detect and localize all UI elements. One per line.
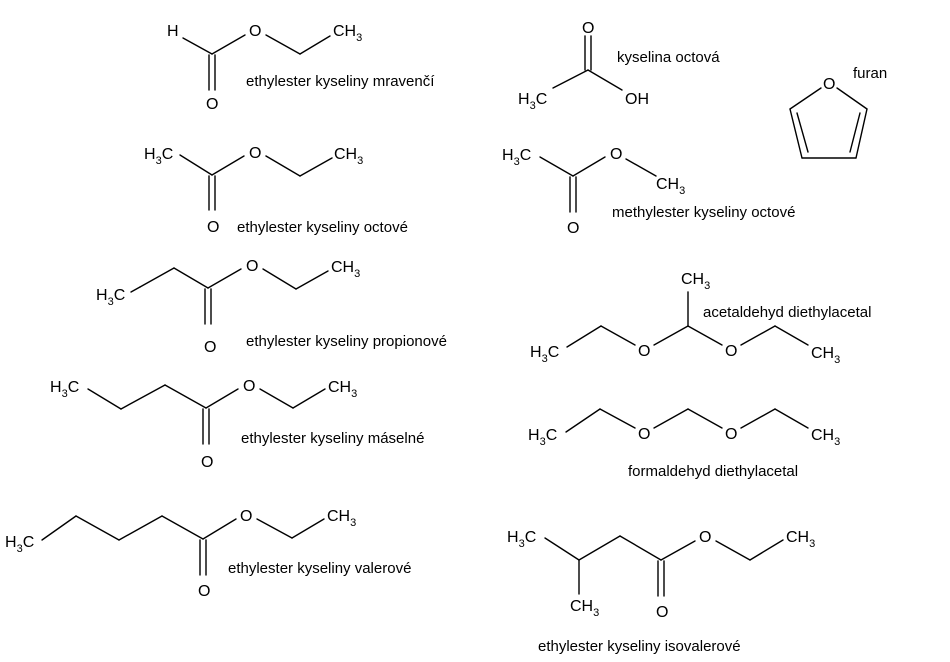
group-ch3-end: CH3 <box>786 529 815 550</box>
molecule-name: ethylester kyseliny máselné <box>241 430 424 447</box>
atom-o-carbonyl: O <box>656 604 668 621</box>
group-ch3-start: H3C <box>50 379 79 400</box>
group-ch3-top: CH3 <box>681 271 710 292</box>
group-ch3-end: CH3 <box>328 379 357 400</box>
atom-o-ester: O <box>699 529 711 546</box>
molecule-ethyl-propionate: H3C O O CH3 ethylester kyseliny propiono… <box>96 258 447 356</box>
group-ch3-branch: CH3 <box>570 598 599 619</box>
atom-o-right: O <box>725 343 737 360</box>
atom-o-carbonyl: O <box>198 583 210 600</box>
group-ch3-end: CH3 <box>811 427 840 448</box>
group-ch3-start: H3C <box>528 427 557 448</box>
atom-o-ester: O <box>243 378 255 395</box>
molecule-ethyl-isovalerate: H3C CH3 O O CH3 ethylester kyseliny isov… <box>507 529 815 655</box>
group-ch3-start: H3C <box>502 147 531 168</box>
group-oh: OH <box>625 91 649 108</box>
molecule-acetaldehyde-diethylacetal: CH3 H3C O O CH3 acetaldehyd diethylaceta… <box>530 271 871 366</box>
group-ch3-start: H3C <box>144 146 173 167</box>
group-ch3-end: CH3 <box>333 23 362 44</box>
atom-o-ester: O <box>249 23 261 40</box>
group-ch3-end: CH3 <box>327 508 356 529</box>
group-ch3-end: CH3 <box>811 345 840 366</box>
molecule-ethyl-acetate: H3C O O CH3 ethylester kyseliny octové <box>144 145 408 236</box>
atom-o-carbonyl: O <box>201 454 213 471</box>
atom-o-left: O <box>638 343 650 360</box>
group-ch3-end: CH3 <box>334 146 363 167</box>
molecule-name: ethylester kyseliny octové <box>237 219 408 236</box>
atom-o-carbonyl: O <box>582 20 594 37</box>
molecule-formaldehyde-diethylacetal: H3C O O CH3 formaldehyd diethylacetal <box>528 408 840 480</box>
molecule-furan: O furan <box>789 65 887 159</box>
molecule-name: formaldehyd diethylacetal <box>628 463 798 480</box>
molecule-ethyl-valerate: H3C O O CH3 ethylester kyseliny valerové <box>5 508 411 600</box>
group-ch3-end: CH3 <box>331 259 360 280</box>
molecule-ethyl-butyrate: H3C O O CH3 ethylester kyseliny máselné <box>50 378 424 471</box>
group-ch3-start: H3C <box>530 344 559 365</box>
atom-o-carbonyl: O <box>207 219 219 236</box>
atom-o-ester: O <box>246 258 258 275</box>
molecule-ethyl-formate: H O O CH3 ethylester kyseliny mravenčí <box>167 23 435 113</box>
molecule-name: acetaldehyd diethylacetal <box>703 304 871 321</box>
atom-o-carbonyl: O <box>204 339 216 356</box>
atom-o-ester: O <box>610 146 622 163</box>
molecule-name: ethylester kyseliny mravenčí <box>246 73 435 90</box>
atom-o-right: O <box>725 426 737 443</box>
group-ch3-end: CH3 <box>656 176 685 197</box>
molecule-name: methylester kyseliny octové <box>612 204 795 221</box>
molecule-name: ethylester kyseliny valerové <box>228 560 411 577</box>
group-ch3-start: H3C <box>518 91 547 112</box>
molecule-name: ethylester kyseliny isovalerové <box>538 638 741 655</box>
group-ch3-start: H3C <box>507 529 536 550</box>
atom-o-ester: O <box>240 508 252 525</box>
atom-h: H <box>167 23 179 40</box>
atom-o-carbonyl: O <box>206 96 218 113</box>
atom-o-ester: O <box>249 145 261 162</box>
molecule-name: kyselina octová <box>617 49 720 66</box>
molecule-methyl-acetate: H3C O O CH3 methylester kyseliny octové <box>502 146 795 237</box>
molecule-name: furan <box>853 65 887 82</box>
molecule-acetic-acid: O OH H3C kyselina octová <box>518 20 720 112</box>
atom-o-carbonyl: O <box>567 220 579 237</box>
group-ch3-start: H3C <box>96 287 125 308</box>
atom-o-ring: O <box>823 76 835 93</box>
molecule-name: ethylester kyseliny propionové <box>246 333 447 350</box>
group-ch3-start: H3C <box>5 534 34 555</box>
atom-o-left: O <box>638 426 650 443</box>
